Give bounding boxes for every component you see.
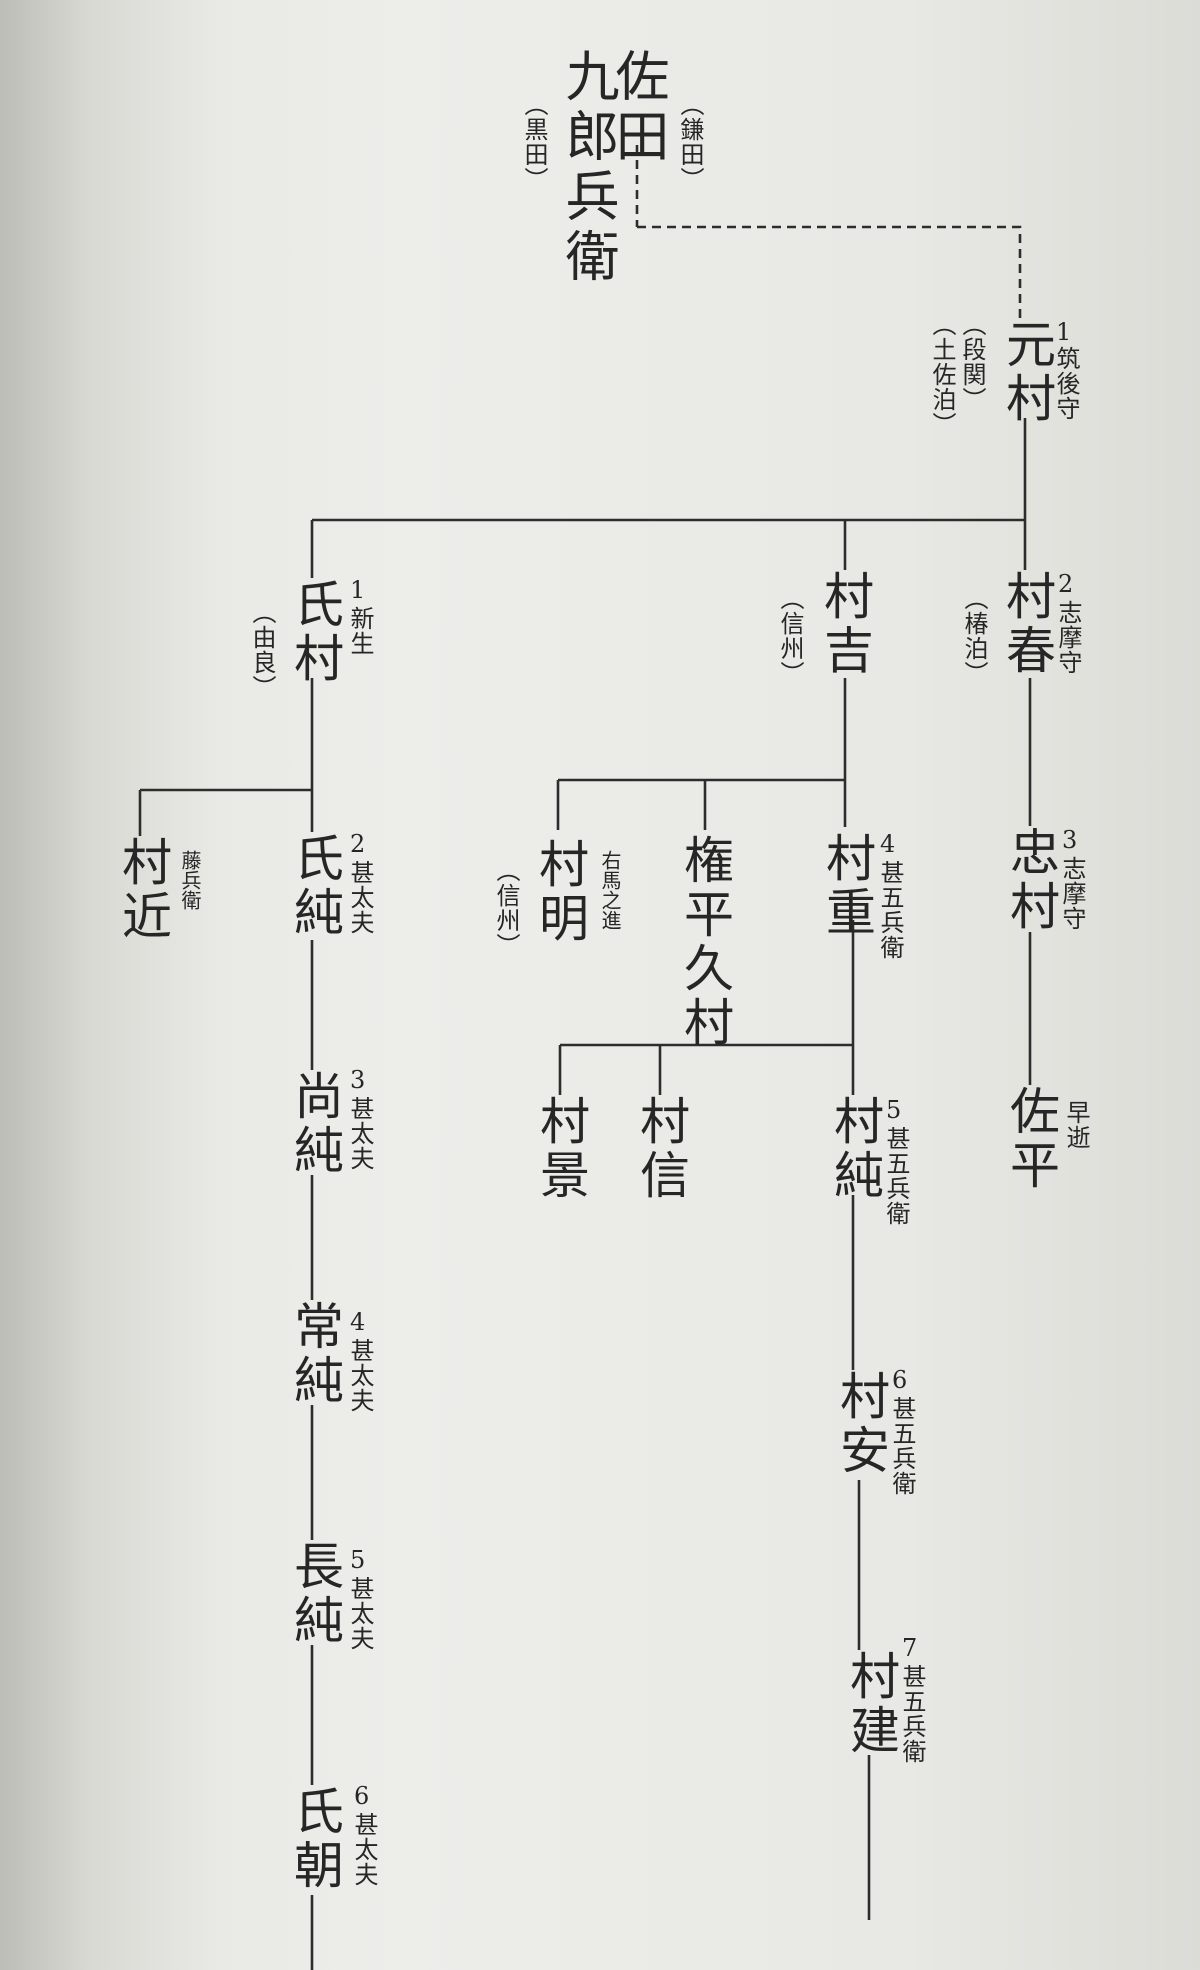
ancestor-given-name: 九郎兵衛 bbox=[556, 48, 619, 288]
ujimura-generation: 1 bbox=[350, 576, 366, 604]
muratate-name: 村建 bbox=[842, 1650, 900, 1758]
motomura-alias-2: （土佐泊） bbox=[928, 312, 956, 437]
muratate-generation: 7 bbox=[902, 1634, 918, 1662]
muraaki-alias: （信州） bbox=[492, 858, 520, 958]
naozumi-title: 甚太夫 bbox=[346, 1096, 374, 1171]
muratate-title: 甚五兵衛 bbox=[898, 1664, 926, 1764]
murayoshi-name: 村吉 bbox=[816, 570, 874, 678]
motomura-title: 筑後守 bbox=[1052, 346, 1080, 421]
motomura-name: 元村 bbox=[998, 318, 1056, 426]
murachika-name: 村近 bbox=[114, 836, 172, 944]
sahei-name: 佐平 bbox=[1002, 1085, 1060, 1193]
murayasu-generation: 6 bbox=[892, 1366, 908, 1394]
murazumi-title: 甚五兵衛 bbox=[882, 1126, 910, 1226]
muranobu-name: 村信 bbox=[632, 1095, 690, 1203]
naozumi-generation: 3 bbox=[350, 1066, 366, 1094]
murachika-title: 藤兵衛 bbox=[178, 850, 202, 910]
murashige-title: 甚五兵衛 bbox=[876, 860, 904, 960]
murashige-generation: 4 bbox=[880, 830, 896, 858]
ujimura-name: 氏村 bbox=[286, 578, 344, 686]
nagazumi-name: 長純 bbox=[286, 1540, 344, 1648]
muraharu-alias: （椿泊） bbox=[960, 586, 988, 686]
nagazumi-generation: 5 bbox=[350, 1546, 366, 1574]
muraaki-name: 村明 bbox=[531, 838, 589, 946]
murazumi-name: 村純 bbox=[826, 1095, 884, 1203]
ujizumi-title: 甚太夫 bbox=[346, 860, 374, 935]
tadamura-title: 志摩守 bbox=[1058, 856, 1086, 931]
motomura-generation: 1 bbox=[1056, 318, 1072, 346]
ancestor-alias-left: （黒田） bbox=[520, 92, 548, 192]
tadamura-name: 忠村 bbox=[1002, 826, 1060, 934]
tsunezumi-name: 常純 bbox=[286, 1300, 344, 1408]
murakage-name: 村景 bbox=[532, 1095, 590, 1203]
tadamura-generation: 3 bbox=[1062, 826, 1078, 854]
murazumi-generation: 5 bbox=[886, 1096, 902, 1124]
gonpei-hisamura-name: 権平久村 bbox=[676, 834, 734, 1050]
ujitomo-title: 甚太夫 bbox=[350, 1812, 378, 1887]
muraharu-name: 村春 bbox=[998, 570, 1056, 678]
murashige-name: 村重 bbox=[818, 832, 876, 940]
sahei-title: 早逝 bbox=[1062, 1100, 1090, 1150]
motomura-alias: （段関） bbox=[958, 312, 986, 412]
murayoshi-alias: （信州） bbox=[776, 586, 804, 686]
tsunezumi-title: 甚太夫 bbox=[346, 1338, 374, 1413]
murayasu-name: 村安 bbox=[832, 1370, 890, 1478]
ancestor-surname: 佐田 bbox=[606, 48, 669, 168]
ujimura-alias: （由良） bbox=[248, 600, 276, 700]
ujitomo-generation: 6 bbox=[354, 1782, 370, 1810]
ujizumi-name: 氏純 bbox=[286, 832, 344, 940]
nagazumi-title: 甚太夫 bbox=[346, 1576, 374, 1651]
murayasu-title: 甚五兵衛 bbox=[888, 1396, 916, 1496]
muraharu-generation: 2 bbox=[1058, 570, 1074, 598]
ancestor-alias-right: （鎌田） bbox=[676, 92, 704, 192]
ujizumi-generation: 2 bbox=[350, 830, 366, 858]
ujimura-title: 新生 bbox=[346, 606, 374, 656]
ujitomo-name: 氏朝 bbox=[286, 1785, 344, 1893]
muraharu-title: 志摩守 bbox=[1054, 600, 1082, 675]
tsunezumi-generation: 4 bbox=[350, 1308, 366, 1336]
muraaki-title: 右馬之進 bbox=[598, 850, 622, 930]
naozumi-name: 尚純 bbox=[286, 1070, 344, 1178]
